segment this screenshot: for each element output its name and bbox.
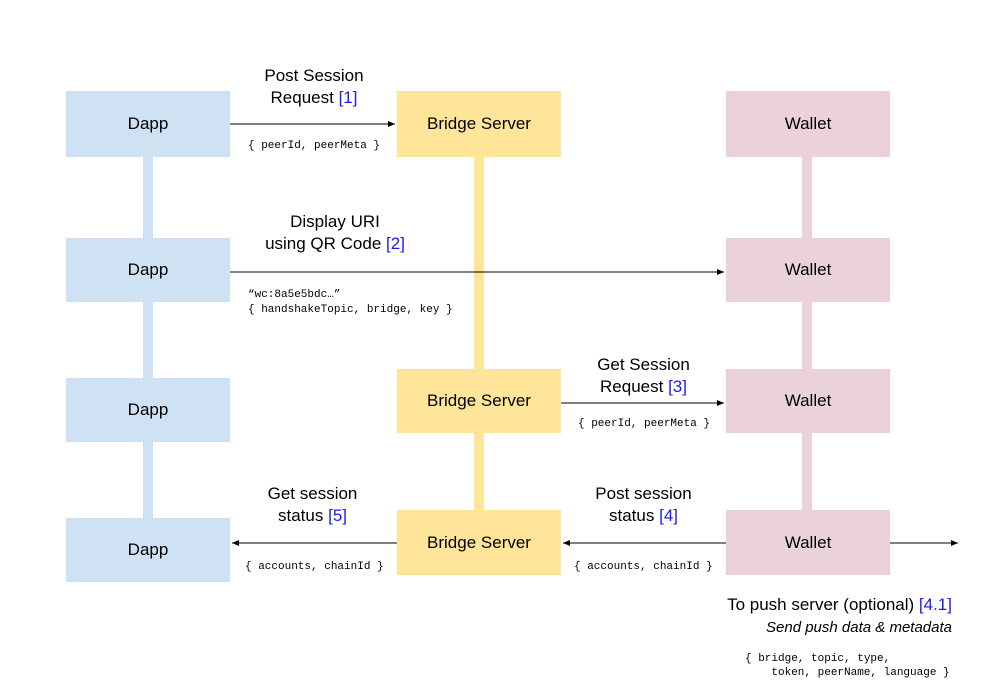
wallet-box-2: Wallet [726, 238, 890, 302]
step-2-label: Display URI using QR Code [2] [250, 211, 420, 255]
step-4-line1: Post session [595, 484, 692, 503]
step-1-payload: { peerId, peerMeta } [248, 140, 381, 152]
dapp-box-1: Dapp [66, 91, 230, 157]
step-4-1-ref[interactable]: [4.1] [918, 595, 952, 614]
step-2-line2: using QR Code [265, 234, 382, 253]
dapp-box-4: Dapp [66, 518, 230, 582]
step-4-1-subtitle: Send push data & metadata [766, 619, 952, 636]
bridge-box-1: Bridge Server [397, 91, 561, 157]
step-1-line1: Post Session [264, 66, 364, 85]
step-4-1-payload-line1: { bridge, topic, type, [745, 653, 891, 665]
step-4-1-payload-line2: token, peerName, language } [745, 667, 950, 679]
wallet-box-3: Wallet [726, 369, 890, 433]
wallet-box-1: Wallet [726, 91, 890, 157]
step-4-label: Post session status [4] [566, 483, 721, 527]
bridge-box-3: Bridge Server [397, 510, 561, 575]
wallet-box-4: Wallet [726, 510, 890, 575]
step-2-payload: { handshakeTopic, bridge, key } [248, 304, 453, 316]
step-2-uri: “wc:8a5e5bdc…” [248, 289, 341, 301]
step-5-line1: Get session [267, 484, 358, 503]
step-3-label: Get Session Request [3] [566, 354, 721, 398]
step-4-line2: status [609, 506, 655, 525]
step-5-line2: status [278, 506, 324, 525]
bridge-lifeline [474, 157, 484, 511]
dapp-lifeline [143, 157, 153, 519]
step-1-ref[interactable]: [1] [338, 88, 358, 107]
step-5-label: Get session status [5] [235, 483, 390, 527]
dapp-box-2: Dapp [66, 238, 230, 302]
step-5-payload: { accounts, chainId } [245, 561, 384, 573]
step-3-payload: { peerId, peerMeta } [578, 418, 711, 430]
step-2-line1: Display URI [290, 212, 380, 231]
step-4-ref[interactable]: [4] [659, 506, 678, 525]
bridge-box-2: Bridge Server [397, 369, 561, 433]
step-3-ref[interactable]: [3] [668, 377, 687, 396]
step-3-line2: Request [600, 377, 664, 396]
dapp-box-3: Dapp [66, 378, 230, 442]
step-5-ref[interactable]: [5] [328, 506, 347, 525]
step-4-payload: { accounts, chainId } [574, 561, 713, 573]
wallet-lifeline [802, 157, 812, 511]
step-2-ref[interactable]: [2] [386, 234, 405, 253]
step-4-1-line1: To push server (optional) [727, 595, 915, 614]
step-4-1-label: To push server (optional) [4.1] [660, 594, 952, 616]
step-3-line1: Get Session [597, 355, 690, 374]
step-1-label: Post Session Request [1] [234, 65, 394, 109]
step-1-line2: Request [270, 88, 334, 107]
